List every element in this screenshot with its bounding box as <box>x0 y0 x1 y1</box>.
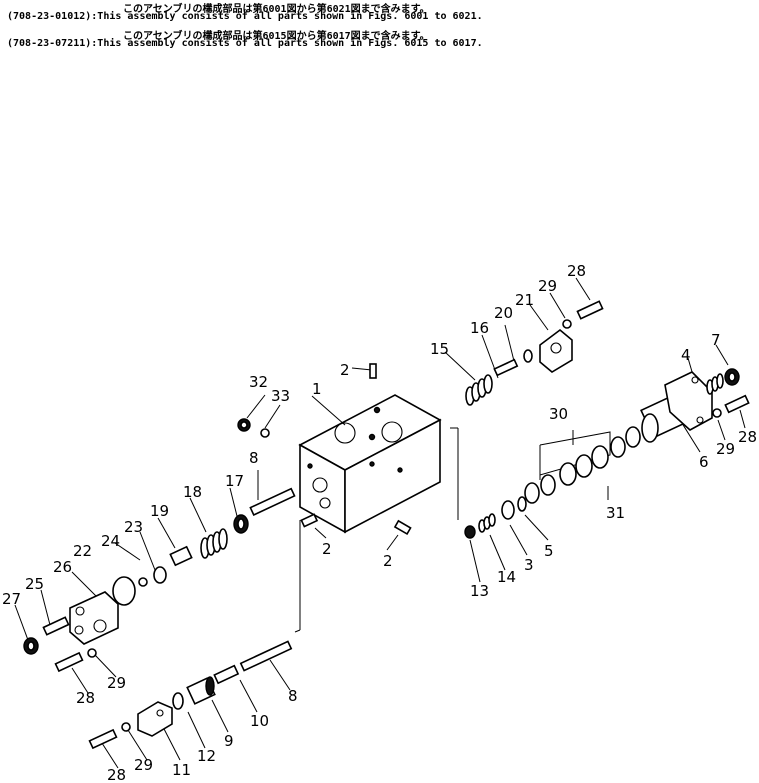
callout-6: 6 <box>699 453 709 471</box>
callout-18: 18 <box>183 483 202 501</box>
part-29-washer-left <box>87 648 97 658</box>
part-28-bolt-right <box>724 394 750 414</box>
callout-23: 23 <box>124 518 143 536</box>
part-6-cylinder <box>640 371 713 443</box>
part-25-stud <box>42 616 70 636</box>
header-line1-jp: このアセンブリの構成部品は第6001図から第6021図まで含みます。 <box>123 4 430 15</box>
callout-13: 13 <box>470 582 489 600</box>
callout-30: 30 <box>549 405 568 423</box>
callout-21: 21 <box>515 291 534 309</box>
part-23-retainer <box>153 566 167 584</box>
part-10-piston <box>213 664 240 685</box>
part-24-ring <box>138 577 148 587</box>
part-2-plug-top <box>369 363 377 379</box>
part-28-bolt-bottom <box>88 728 118 750</box>
callout-29-left: 29 <box>107 674 126 692</box>
header-line1: (708-23-01012):This assembly consists of… <box>7 11 483 22</box>
callout-28-bottom: 28 <box>107 766 126 783</box>
callout-28-top: 28 <box>567 262 586 280</box>
callout-labels: 1 2 2 2 3 4 5 6 7 8 8 9 10 11 12 13 14 1… <box>2 262 757 783</box>
leader-lines <box>14 277 746 769</box>
callout-28-right: 28 <box>738 428 757 446</box>
callout-2-right: 2 <box>383 552 393 570</box>
part-4-spring <box>706 373 724 395</box>
callout-10: 10 <box>250 712 269 730</box>
callout-7: 7 <box>711 331 721 349</box>
part-29-washer-right <box>712 408 722 418</box>
part-21-cover <box>539 328 573 373</box>
callout-4: 4 <box>681 346 691 364</box>
part-28-bolt-top <box>576 300 604 320</box>
callout-12: 12 <box>197 747 216 765</box>
callout-8-lower: 8 <box>288 687 298 705</box>
part-17-seat <box>233 514 249 534</box>
part-32-plug <box>237 418 251 432</box>
part-26-cover <box>69 591 119 645</box>
part-8-spool-upper <box>249 487 296 516</box>
callout-9: 9 <box>224 732 234 750</box>
part-19-piston <box>169 545 193 567</box>
part-8-spool-lower <box>239 640 293 672</box>
part-15-spring <box>465 374 493 406</box>
part-2-plug-left <box>300 513 319 528</box>
callout-20: 20 <box>494 304 513 322</box>
callout-5: 5 <box>544 542 554 560</box>
part-28-bolt-left <box>54 651 84 673</box>
header-line2: (708-23-07211):This assembly consists of… <box>7 38 483 49</box>
part-22-o-ring <box>112 576 136 606</box>
part-33-o-ring <box>260 428 270 438</box>
part-11-cover <box>137 701 173 737</box>
callout-29-bottom: 29 <box>134 756 153 774</box>
part-13-plug <box>464 525 476 539</box>
callout-29-top: 29 <box>538 277 557 295</box>
callout-16: 16 <box>470 319 489 337</box>
part-9-sleeve <box>186 676 216 705</box>
callout-3: 3 <box>524 556 534 574</box>
part-18-spring <box>200 528 228 559</box>
callout-17: 17 <box>225 472 244 490</box>
callout-15: 15 <box>430 340 449 358</box>
part-20-o-ring <box>523 349 533 363</box>
part-12-o-ring <box>172 692 184 710</box>
callout-24: 24 <box>101 532 120 550</box>
callout-29-right: 29 <box>716 440 735 458</box>
callout-32: 32 <box>249 373 268 391</box>
callout-27: 27 <box>2 590 21 608</box>
part-14-spring <box>478 513 496 533</box>
callout-11: 11 <box>172 761 191 779</box>
callout-26: 26 <box>53 558 72 576</box>
callout-14: 14 <box>497 568 516 586</box>
callout-2-left: 2 <box>322 540 332 558</box>
part-2-plug-right <box>393 519 412 536</box>
part-29-washer-bottom <box>121 722 131 732</box>
callout-1: 1 <box>312 380 322 398</box>
valve-body <box>298 394 442 534</box>
callout-28-left: 28 <box>76 689 95 707</box>
part-29-washer-top <box>562 319 572 329</box>
callout-25: 25 <box>25 575 44 593</box>
callout-2-top: 2 <box>340 361 350 379</box>
header-line2-jp: このアセンブリの構成部品は第6015図から第6017図まで含みます。 <box>123 31 430 42</box>
callout-19: 19 <box>150 502 169 520</box>
callout-31: 31 <box>606 504 625 522</box>
callout-33: 33 <box>271 387 290 405</box>
callout-22: 22 <box>73 542 92 560</box>
part-30-31-rings <box>524 426 641 504</box>
part-3-5-sleeve <box>501 496 527 520</box>
parts <box>23 300 750 750</box>
part-16-piston <box>493 358 519 377</box>
part-27-nut <box>23 637 39 655</box>
header: このアセンブリの構成部品は第6001図から第6021図まで含みます。 (708-… <box>0 0 759 60</box>
part-7-nut <box>724 368 740 386</box>
callout-8-upper: 8 <box>249 449 259 467</box>
